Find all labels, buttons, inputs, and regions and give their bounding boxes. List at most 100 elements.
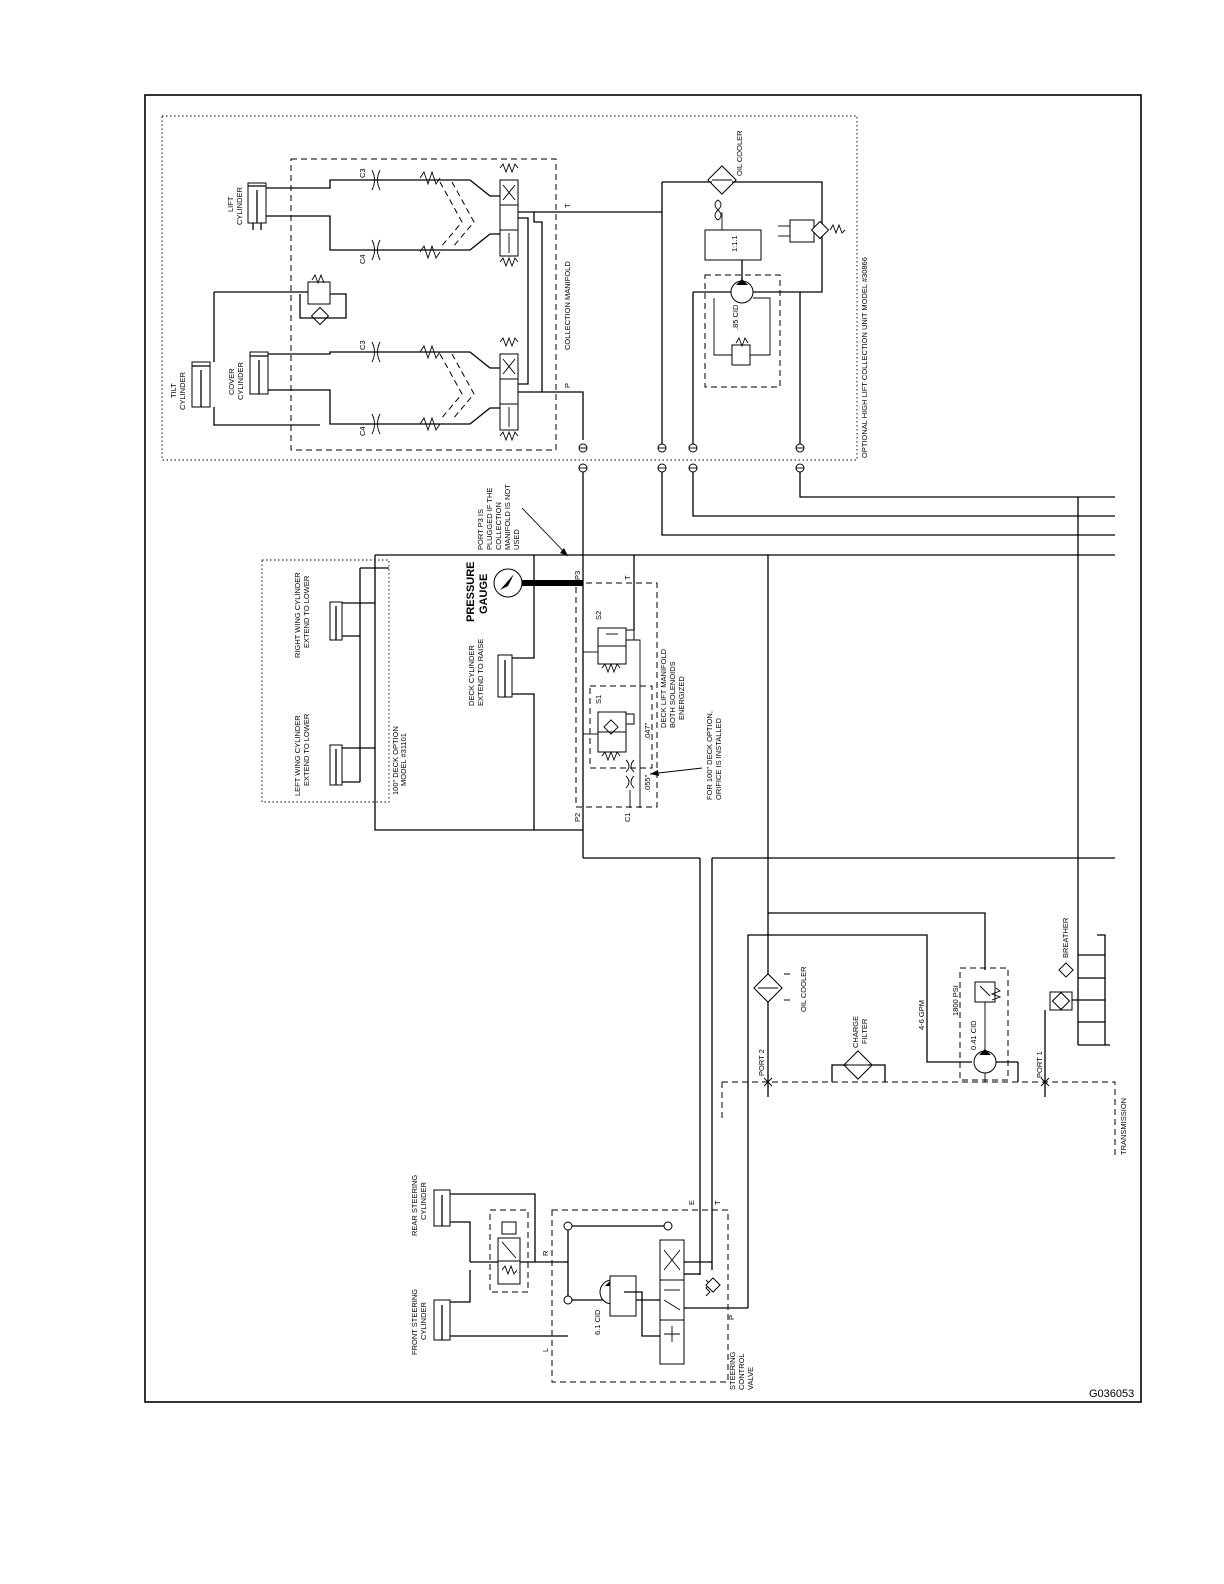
pressure-gauge [493,568,583,598]
deck-manifold-lines [582,555,641,830]
right-wing-label-1: RIGHT WING CYLINDER [293,572,302,658]
lift-circuit [266,169,500,261]
rear-steering-cylinder [433,1189,536,1262]
orifice-note-2: ORIFICE IS INSTALLED [714,717,723,800]
lift-cylinder-label-1: LIFT [226,196,235,212]
drawing-number: G036053 [1089,1388,1134,1400]
solenoid-s2 [597,627,635,674]
cover-directional-valve [499,336,519,442]
steering-control-boundary [551,1209,729,1383]
charge-pump-041 [973,1002,1019,1082]
transmission-boundary [722,1081,1116,1155]
orifice-055-label: .055" [643,774,652,792]
port-t-steer-label: T [713,1200,722,1205]
port-p3-label: P3 [573,571,582,580]
port-e-label: E [687,1200,696,1205]
deck-cylinder [497,555,535,830]
quick-couplers [578,443,805,473]
breather [1044,934,1106,1097]
transmission-label: TRANSMISSION [1119,1098,1128,1155]
pump-85-label: .85 CID [731,304,740,330]
port1-label: PORT 1 [1035,1051,1044,1078]
deck-cylinder-label-2: EXTEND TO RAISE [476,639,485,706]
tilt-relief-valve [213,273,347,426]
cid-61-label: 6.1 CID [593,1309,602,1335]
port-p3-note-4: MANIFOLD IS NOT [503,484,512,550]
lift-cylinder [247,182,267,230]
port-markers [763,1077,1050,1087]
solenoid-valve-top [778,219,846,243]
orifice-note-arrow [649,767,703,775]
port-p-steer-label: P [727,1315,736,1320]
s2-label: S2 [594,611,603,620]
left-wing-label-1: LEFT WING CYLINDER [293,715,302,796]
cover-cylinder [249,351,269,395]
port-p3-note-3: COLLECTION [494,502,503,550]
psi-label: 1800 PSI [951,985,960,1016]
deck-lift-manifold-boundary [575,582,658,808]
c4-label-a: C4 [358,254,367,264]
charge-relief [974,981,1002,1003]
front-steering-label-1: FRONT STEERING [410,1289,419,1355]
c4-label-b: C4 [358,426,367,436]
deck-option-lines [359,555,583,831]
manifold-galleries [518,211,662,440]
deck-lift-manifold-label-1: DECK LIFT MANIFOLD [659,648,668,728]
steering-valve-label-1: STEERING [728,1351,737,1390]
lift-cylinder-label-2: CYLINDER [235,186,244,225]
rear-steering-label-1: REAR STEERING [410,1175,419,1236]
port-r-label: R [541,1250,550,1256]
port-p3-arrow [521,507,569,557]
front-steering-cylinder [433,1270,568,1341]
c3-label-b: C3 [358,340,367,350]
front-steering-label-2: CYLINDER [419,1301,428,1340]
tilt-cylinder-label-1: TILT [169,383,178,398]
port-t-deck-label: T [623,575,632,580]
charge-filter [831,1050,886,1082]
rear-steering-label-2: CYLINDER [419,1181,428,1220]
port-c1-label: C1 [623,812,632,822]
deck-cylinder-label-1: DECK CYLINDER [467,645,476,706]
port-t-top: T [563,203,572,208]
c3-label-a: C3 [358,168,367,178]
oil-cooler-top [661,165,823,448]
pump-85 [692,279,801,448]
s1-label: S1 [594,695,603,704]
breather-label: BREATHER [1061,917,1070,958]
orifice-047-label: .047" [643,722,652,740]
steering-valve-label-2: CONTROL [737,1353,746,1390]
steering-valve-label-3: VALVE [746,1367,755,1390]
deck-lift-manifold-label-2: BOTH SOLENOIDS [668,661,677,728]
pump-85-boundary [704,274,781,388]
collection-manifold-label: COLLECTION MANIFOLD [563,261,572,350]
cover-cylinder-label-1: COVER [227,368,236,395]
tilt-cylinder [191,361,211,408]
left-wing-cylinder [329,744,375,786]
optional-unit-label: OPTIONAL HIGH LIFT COLLECTION UNIT MODEL… [860,257,869,458]
tilt-cylinder-label-2: CYLINDER [178,371,187,410]
s1-boundary [589,685,653,769]
cover-cylinder-label-2: CYLINDER [236,361,245,400]
cover-circuit [268,341,500,435]
steering-selector-valve [470,1221,568,1285]
trunk-lines [375,472,1115,1275]
oil-cooler-lower-label: OIL COOLER [799,966,808,1012]
gpm-label: 4-6 GPM [917,1000,926,1030]
lift-directional-valve [499,162,519,268]
orifice-note-arrowhead [650,770,659,776]
left-wing-label-2: EXTEND TO LOWER [302,713,311,786]
collection-manifold-boundary [290,158,557,451]
port-p3-note-5: USED [512,529,521,550]
pressure-gauge-label-1: PRESSURE [465,561,477,622]
fan-drive [704,199,762,280]
port-p3-note-1: PORT P3 IS [476,509,485,550]
solenoid-s1 [597,711,635,762]
deck-lift-manifold-label-3: ENERGIZED [677,676,686,720]
port-p3-arrowhead [560,548,568,556]
drawing-frame [144,94,1142,1403]
oil-cooler-top-label: OIL COOLER [735,130,744,176]
charge-filter-label-2: FILTER [860,1018,869,1044]
deck-option-label-2: MODEL #31101 [399,733,408,786]
port2-label: PORT 2 [757,1049,766,1076]
